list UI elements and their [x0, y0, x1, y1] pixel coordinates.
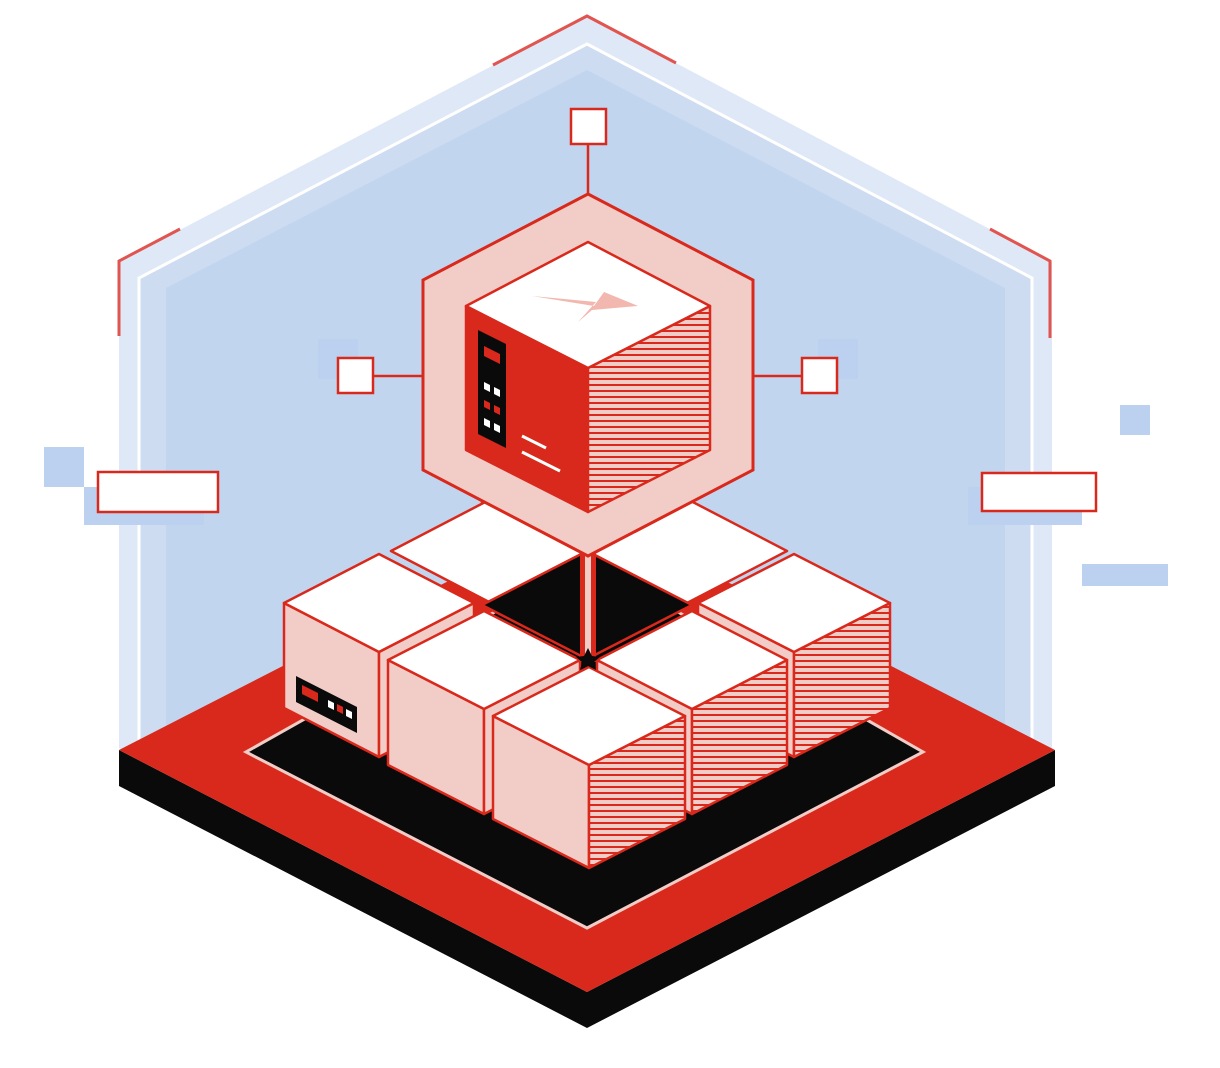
right-node-box: [800, 356, 839, 395]
platform-front-left: [119, 750, 587, 1028]
platform-front-right: [587, 750, 1055, 1028]
left-node-box: [336, 356, 375, 395]
frame-corner-left: [117, 227, 181, 336]
decor-square: [44, 447, 84, 487]
decor-square: [1120, 405, 1150, 435]
server-grid: [282, 446, 892, 870]
right-label-box: [980, 471, 1098, 513]
server-cube-front: [491, 665, 687, 870]
hexagon-white-edge: [137, 42, 1034, 740]
central-server-cube-icon: [464, 240, 712, 514]
connector-pillar: [576, 552, 600, 670]
connector-star: [576, 648, 600, 670]
decor-square: [1082, 564, 1168, 586]
frame-corner-right: [989, 227, 1052, 338]
left-label-box: [96, 470, 220, 514]
node-links: [372, 144, 804, 378]
vent-lines-icon: [521, 434, 561, 473]
frame-corner-top: [492, 14, 677, 67]
control-panel-icon: [296, 676, 357, 733]
lightning-logo-icon: [532, 292, 638, 322]
control-panel-icon: [478, 330, 506, 448]
top-node-box: [569, 107, 608, 146]
